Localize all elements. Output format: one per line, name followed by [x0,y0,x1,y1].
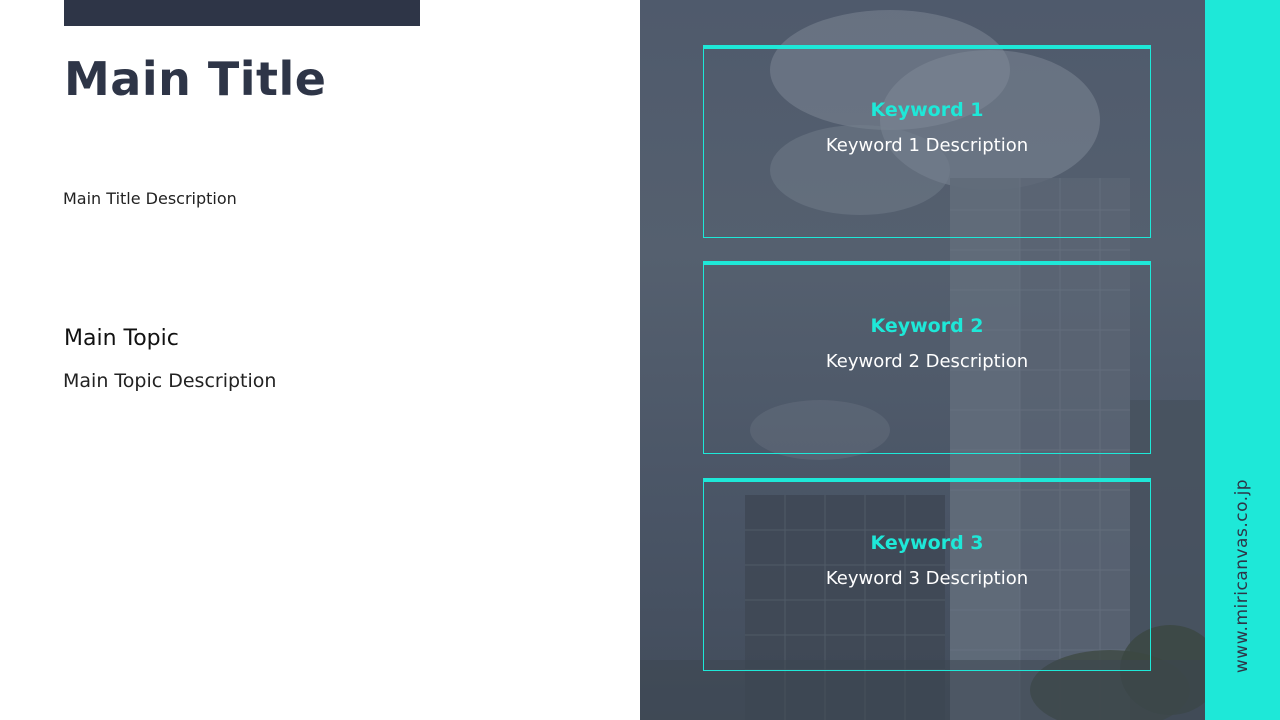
website-url: www.miricanvas.co.jp [1232,478,1252,674]
keyword-3-title: Keyword 3 [870,532,984,554]
keyword-3-description: Keyword 3 Description [825,568,1029,589]
keyword-2-box: Keyword 2 Keyword 2 Description [703,261,1151,454]
keyword-1-box: Keyword 1 Keyword 1 Description [703,45,1151,238]
main-title-description: Main Title Description [63,189,237,208]
city-skyline-image [640,10,1205,720]
main-topic: Main Topic [64,326,179,351]
keyword-1-title: Keyword 1 [870,99,984,121]
right-accent-bar [1205,0,1280,720]
main-topic-description: Main Topic Description [63,370,277,392]
keyword-2-title: Keyword 2 [870,315,984,337]
keyword-3-box: Keyword 3 Keyword 3 Description [703,478,1151,671]
top-accent-bar [64,0,420,26]
keyword-1-description: Keyword 1 Description [825,135,1029,156]
keyword-2-description: Keyword 2 Description [825,351,1029,372]
city-buildings-photo [640,0,1205,720]
main-title: Main Title [64,52,327,106]
